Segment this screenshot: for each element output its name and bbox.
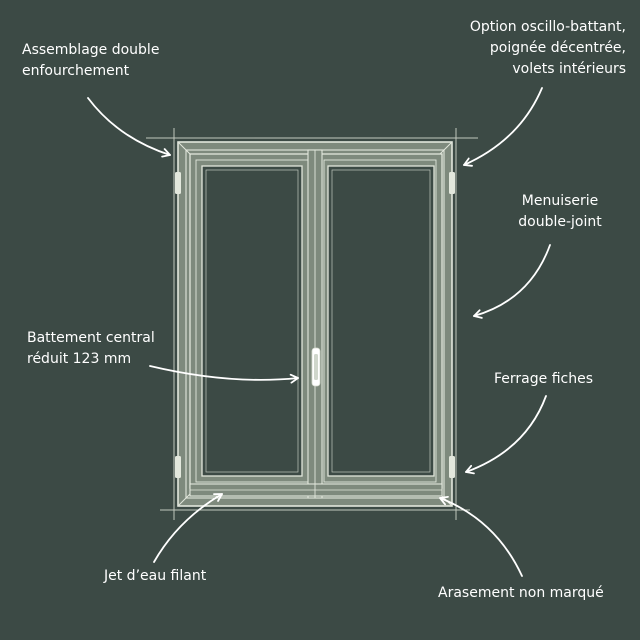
label-battement: Battement central réduit 123 mm	[27, 330, 155, 367]
central-mullion	[307, 149, 323, 499]
label-ferrage: Ferrage fiches	[494, 371, 593, 387]
label-option: Option oscillo-battant, poignée décentré…	[469, 19, 626, 77]
arrow-jet	[153, 493, 223, 563]
arrow-ferrage	[465, 395, 547, 475]
annotation-arrows	[87, 87, 551, 577]
arrow-option	[463, 87, 543, 167]
label-assemblage: Assemblage double enfourchement	[22, 42, 160, 79]
left-sash	[189, 153, 315, 489]
label-menuiserie: Menuiserie double-joint	[518, 193, 602, 230]
label-jet: Jet d’eau filant	[104, 568, 207, 584]
right-glass	[327, 165, 435, 477]
hinge-icons	[175, 172, 455, 478]
handle-icon	[311, 347, 321, 387]
arrow-assemblage	[87, 97, 171, 158]
left-glass	[201, 165, 303, 477]
arrow-arasement	[439, 495, 523, 577]
arrow-menuiserie	[473, 244, 551, 319]
right-sash	[317, 153, 443, 489]
label-arasement: Arasement non marqué	[438, 585, 604, 601]
drip-rail	[189, 483, 443, 498]
arrow-battement	[149, 365, 299, 384]
